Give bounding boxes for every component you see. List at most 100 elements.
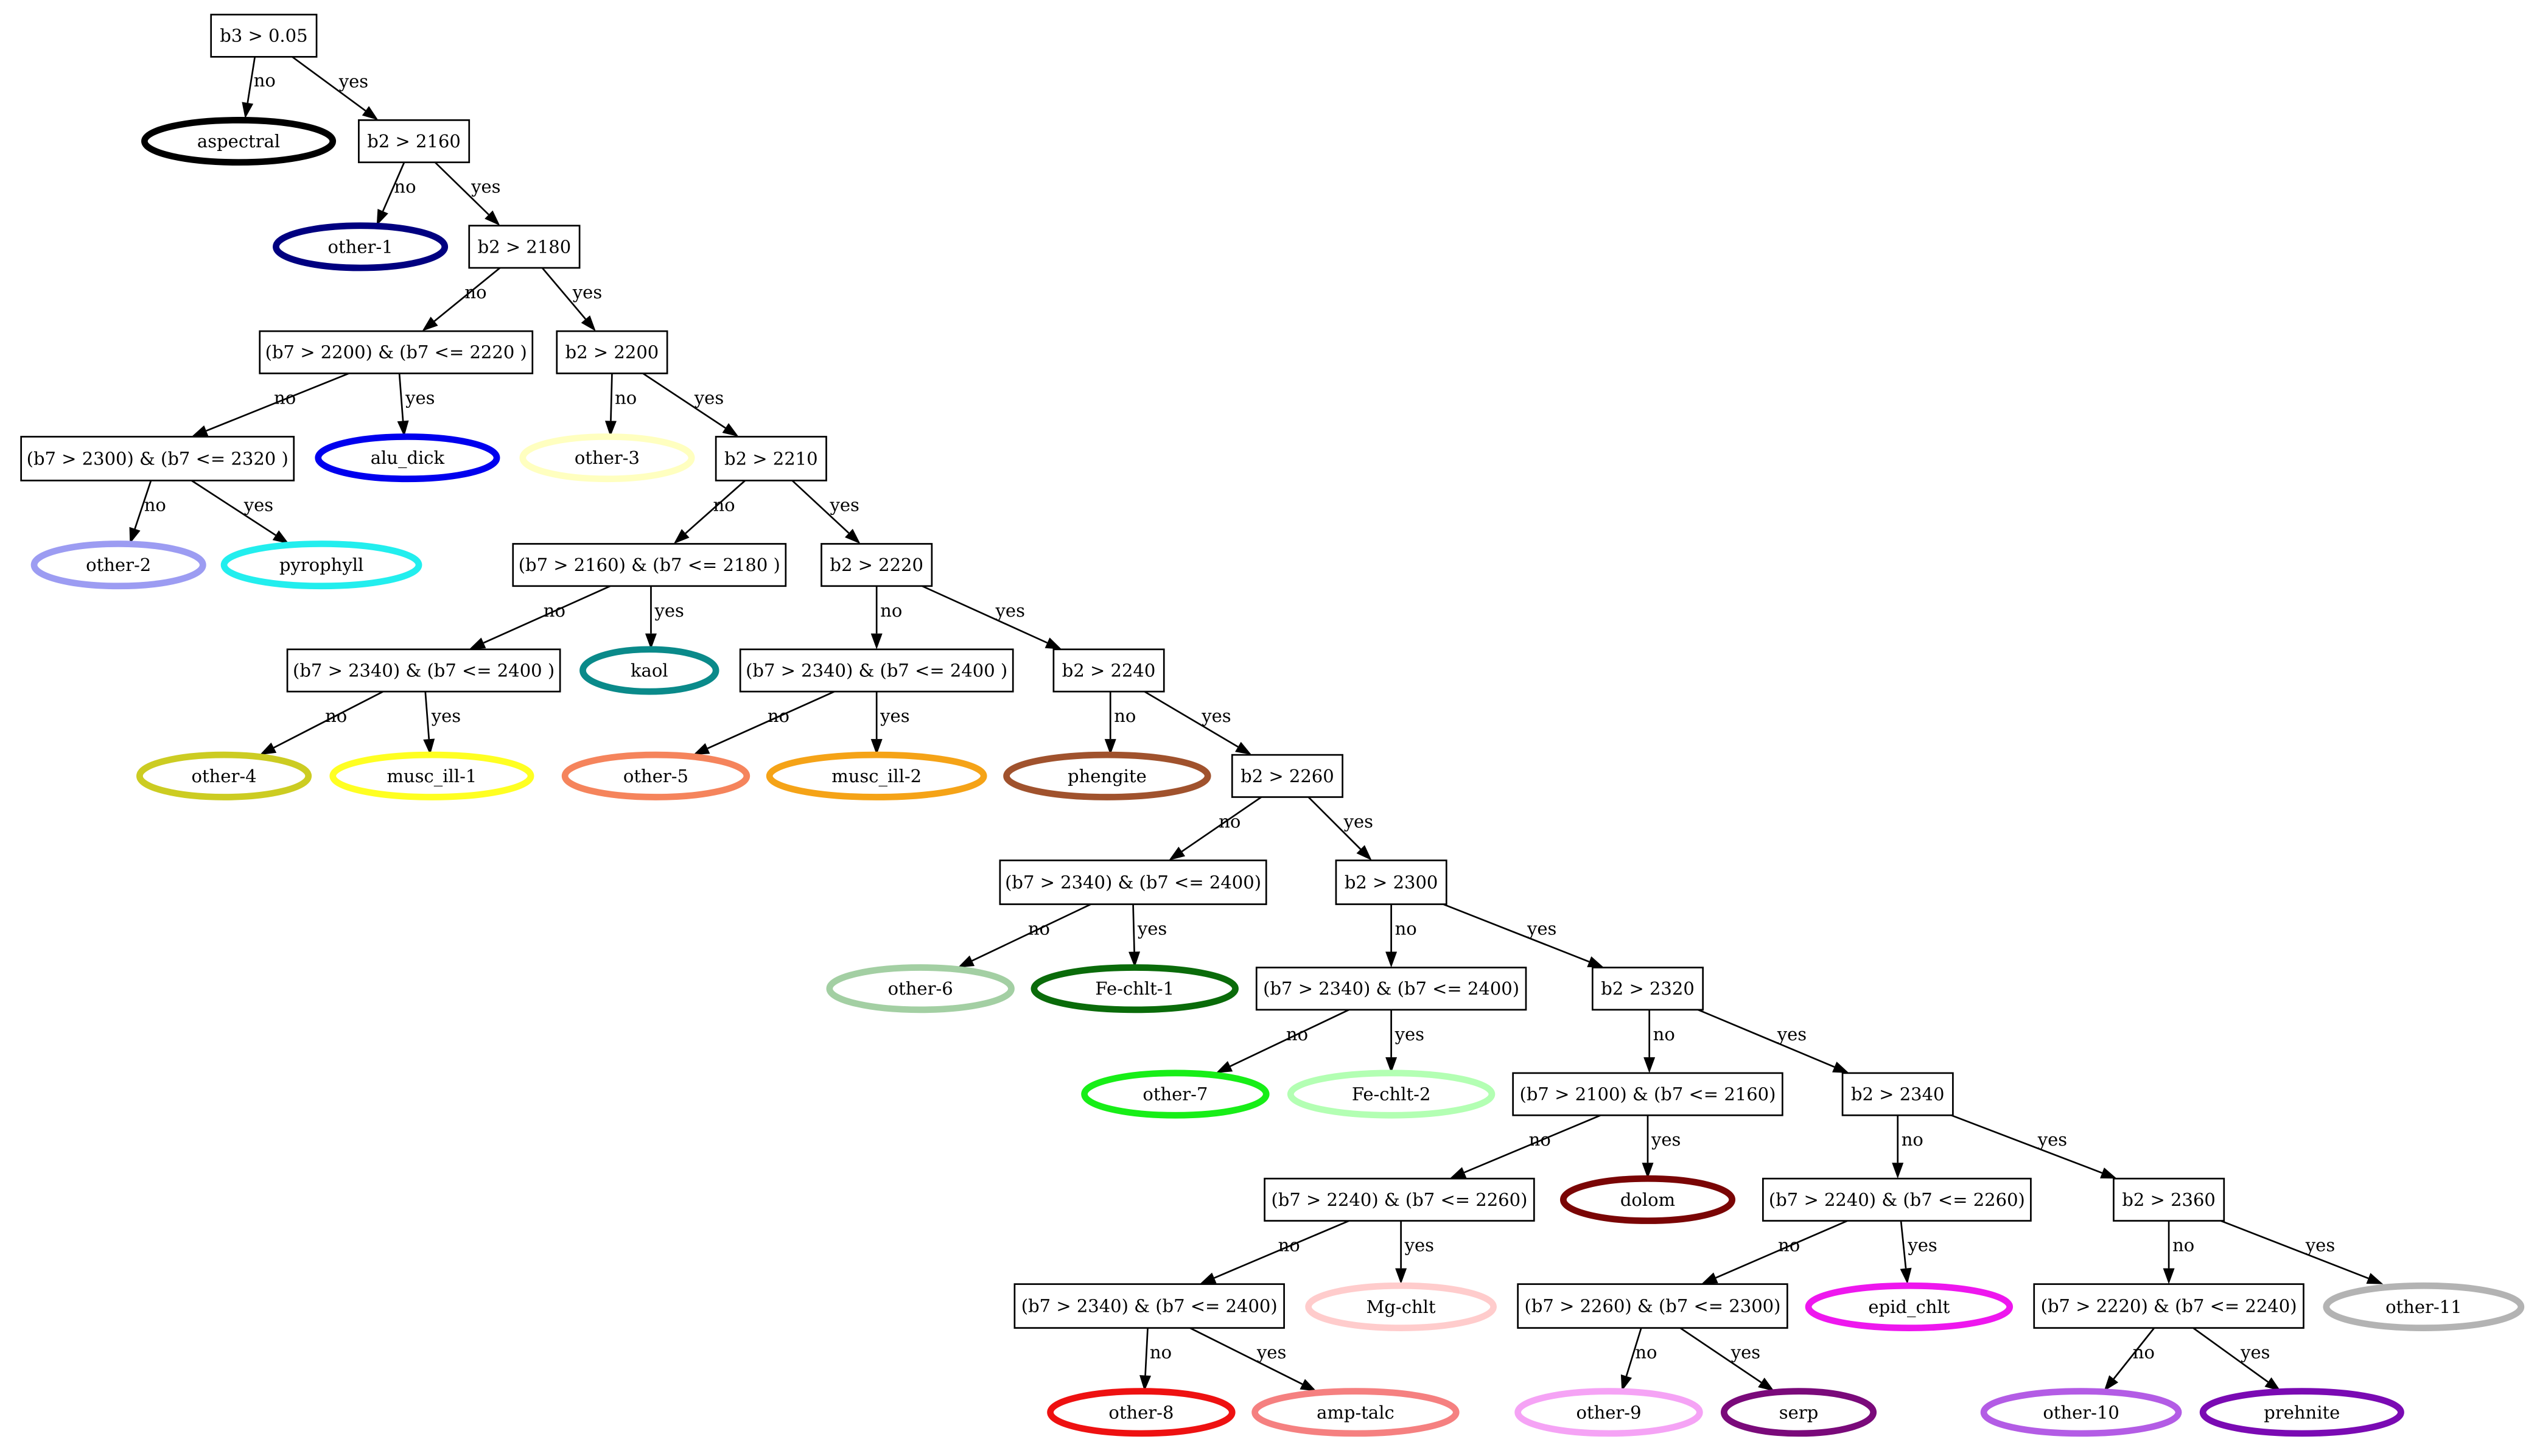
edge-n0-to-n1: yes (292, 56, 379, 121)
edge-n19-to-mg-chlt: yes (1395, 1220, 1434, 1284)
decision-node-n2: b2 > 2180 (468, 225, 581, 269)
leaf-label: kaol (631, 660, 668, 681)
decision-node-n10: (b7 > 2340) & (b7 <= 2400 ) (739, 648, 1014, 693)
edge-line (1132, 904, 1135, 952)
decision-box (1264, 1177, 1535, 1222)
leaf-label: other-5 (623, 766, 688, 786)
arrowhead (1701, 1272, 1718, 1284)
edge-line (1307, 796, 1362, 850)
decision-node-n24: (b7 > 2220) & (b7 <= 2240) (2033, 1283, 2304, 1329)
leaf-ellipse (30, 541, 206, 590)
leaf-node-fe-chlt-1: Fe-chlt-1 (1031, 964, 1239, 1013)
decision-box (210, 13, 318, 58)
leaf-ellipse (329, 751, 534, 800)
leaf-label: other-11 (2385, 1297, 2462, 1317)
arrowhead (2100, 1167, 2117, 1179)
edge-label-yes: yes (572, 282, 602, 303)
decision-node-n18: b2 > 2340 (1841, 1072, 1954, 1116)
leaf-label: phengite (1068, 766, 1147, 786)
edge-label-no: no (1219, 811, 1241, 832)
decision-label: (b7 > 2340) & (b7 <= 2400) (1263, 978, 1519, 999)
leaf-node-other-11: other-11 (2323, 1282, 2525, 1331)
arrowhead (1832, 1062, 1849, 1073)
edge-n18-to-n21: yes (1951, 1114, 2117, 1179)
arrowhead (485, 210, 500, 226)
edge-label-no: no (713, 494, 735, 515)
decision-box (1841, 1072, 1954, 1116)
leaf-ellipse (1031, 964, 1239, 1013)
decision-box (2033, 1283, 2304, 1329)
leaf-label: other-2 (86, 555, 151, 575)
leaf-label: serp (1779, 1402, 1818, 1423)
leaf-label: other-9 (1576, 1402, 1641, 1423)
leaf-ellipse (579, 646, 719, 695)
edge-line (134, 480, 152, 530)
leaf-label: amp-talc (1317, 1402, 1394, 1423)
leaf-node-prehnite: prehnite (2199, 1388, 2404, 1437)
leaf-node-other-3: other-3 (519, 433, 695, 483)
decision-label: (b7 > 2220) & (b7 <= 2240) (2041, 1296, 2297, 1317)
edge-n8-to-n10: no (870, 586, 902, 649)
edge-label-yes: yes (1651, 1129, 1681, 1150)
decision-box (739, 648, 1014, 693)
edge-label-yes: yes (1343, 811, 1373, 832)
decision-node-n12: b2 > 2260 (1231, 754, 1343, 798)
edge-n16-to-n18: yes (1698, 1009, 1849, 1073)
decision-label: (b7 > 2340) & (b7 <= 2400) (1021, 1296, 1278, 1317)
leaf-ellipse (766, 751, 987, 800)
edge-n1-to-n2: yes (434, 161, 501, 226)
arrowhead (423, 738, 435, 755)
edge-label-yes: yes (431, 705, 461, 726)
edge-label-no: no (2172, 1235, 2194, 1256)
edge-n4-to-other3: no (604, 373, 637, 437)
edge-line (273, 690, 384, 749)
arrowhead (957, 955, 975, 968)
decision-label: b2 > 2260 (1241, 766, 1334, 786)
leaf-ellipse (826, 964, 1015, 1013)
arrowhead (2104, 1375, 2119, 1391)
arrowhead (604, 421, 617, 437)
decision-box (1013, 1283, 1285, 1329)
edge-label-no: no (394, 177, 416, 197)
edge-n7-to-n9: no (469, 585, 611, 649)
arrowhead (1642, 1163, 1654, 1179)
edge-label-no: no (144, 494, 166, 515)
leaf-node-other-6: other-6 (826, 964, 1015, 1013)
leaf-ellipse (1559, 1175, 1736, 1224)
edge-label-yes: yes (694, 387, 724, 408)
edge-line (247, 57, 256, 103)
edge-line (2113, 1327, 2155, 1380)
leaf-ellipse (1514, 1388, 1703, 1437)
leaf-label: Fe-chlt-2 (1352, 1084, 1431, 1105)
edge-n21-to-n24: no (2163, 1220, 2194, 1284)
leaf-node-amp-talc: amp-talc (1251, 1388, 1460, 1437)
decision-label: b3 > 0.05 (220, 26, 307, 46)
arrowhead (1892, 1163, 1904, 1179)
edge-label-no: no (1028, 919, 1050, 939)
decision-node-n7: (b7 > 2160) & (b7 <= 2180 ) (512, 543, 787, 587)
arrowhead (2163, 1268, 2175, 1284)
edge-line (483, 585, 611, 644)
edge-label-no: no (1778, 1235, 1800, 1256)
leaf-node-pyrophyll: pyrophyll (220, 541, 422, 590)
leaf-ellipse (2199, 1388, 2404, 1437)
edge-n15-to-fe-chlt-2: yes (1385, 1009, 1424, 1073)
decision-box (1512, 1072, 1783, 1116)
leaf-node-other-9: other-9 (1514, 1388, 1703, 1437)
edge-n14-to-n15: no (1385, 904, 1417, 968)
arrowhead (1169, 846, 1186, 861)
edge-n3-to-n5: no (191, 373, 349, 437)
edge-n17-to-dolom: yes (1642, 1115, 1681, 1179)
edge-n4-to-n6: yes (642, 373, 739, 437)
edge-line (971, 903, 1091, 962)
decision-box (512, 543, 787, 587)
edge-n12-to-n14: yes (1307, 796, 1373, 861)
leaf-ellipse (141, 117, 337, 166)
decision-label: b2 > 2320 (1601, 978, 1695, 999)
decision-label: (b7 > 2340) & (b7 <= 2400) (1005, 872, 1261, 893)
edge-n5-to-pyrophyll: yes (191, 480, 289, 544)
edge-label-yes: yes (2240, 1342, 2270, 1363)
leaf-label: aspectral (197, 131, 280, 152)
decision-node-n5: (b7 > 2300) & (b7 <= 2320 ) (20, 436, 295, 481)
